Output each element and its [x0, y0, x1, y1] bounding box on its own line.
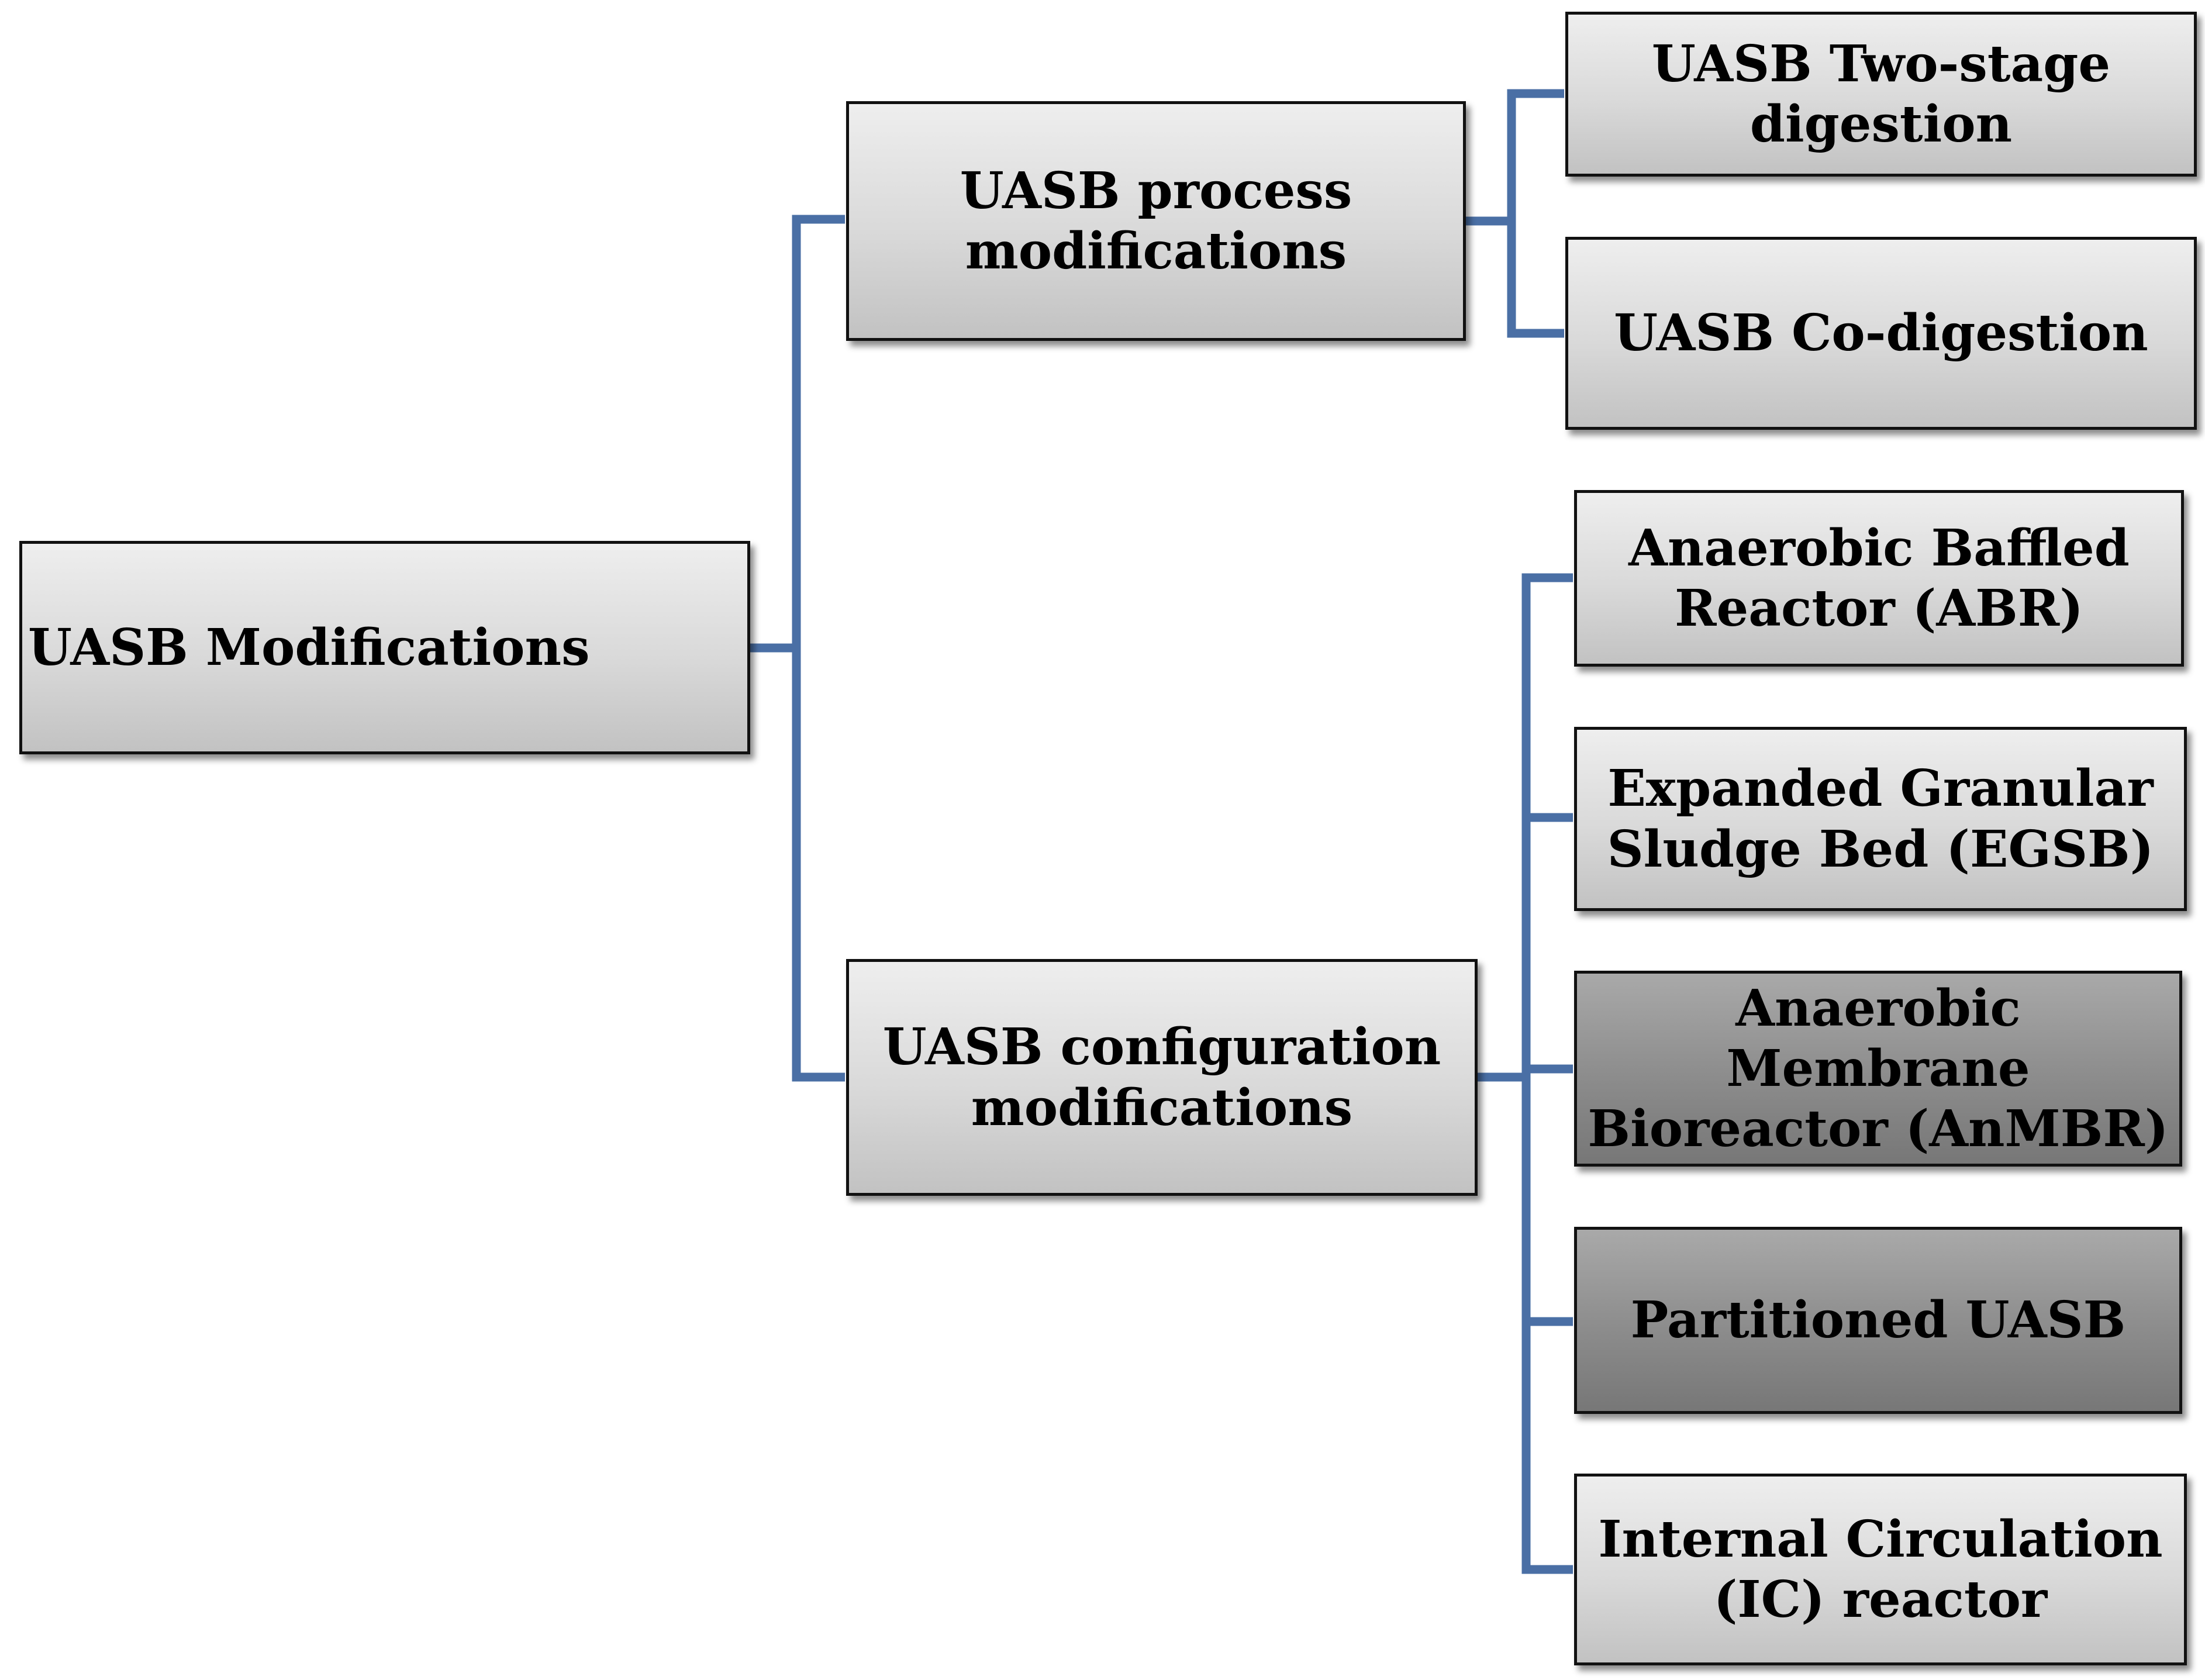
leaf-node-anmbr: Anaerobic Membrane Bioreactor (AnMBR) — [1574, 971, 2182, 1167]
connector-process-to-two-stage — [1507, 89, 1564, 221]
branch-node-configuration-modifications: UASB configuration modifications — [846, 959, 1478, 1196]
root-node-label: UASB Modifications — [28, 618, 590, 677]
branch-node-process-modifications: UASB process modifications — [846, 101, 1466, 341]
connector-trunk-process — [792, 215, 845, 648]
root-node-uasb-modifications: UASB Modifications — [19, 541, 750, 754]
connector-process-to-co-digestion — [1507, 221, 1564, 338]
leaf-node-label: UASB Co-digestion — [1614, 303, 2148, 363]
leaf-node-label: Internal Circulation (IC) reactor — [1598, 1509, 2163, 1629]
leaf-node-label: Anaerobic Membrane Bioreactor (AnMBR) — [1588, 978, 2169, 1159]
leaf-node-two-stage-digestion: UASB Two-stage digestion — [1565, 12, 2197, 177]
leaf-node-egsb: Expanded Granular Sludge Bed (EGSB) — [1574, 727, 2187, 911]
branch-node-label: UASB configuration modifications — [882, 1017, 1441, 1137]
leaf-node-label: Expanded Granular Sludge Bed (EGSB) — [1607, 759, 2154, 879]
leaf-node-label: Partitioned UASB — [1630, 1291, 2126, 1350]
connector-trunk-configuration — [792, 648, 845, 1082]
leaf-node-abr: Anaerobic Baffled Reactor (ABR) — [1574, 490, 2184, 667]
leaf-node-ic-reactor: Internal Circulation (IC) reactor — [1574, 1474, 2187, 1665]
connector-configuration-vertical — [1521, 573, 1573, 1574]
leaf-node-co-digestion: UASB Co-digestion — [1565, 237, 2197, 430]
leaf-node-partitioned-uasb: Partitioned UASB — [1574, 1227, 2182, 1414]
leaf-node-label: UASB Two-stage digestion — [1651, 34, 2111, 154]
leaf-node-label: Anaerobic Baffled Reactor (ABR) — [1628, 518, 2130, 638]
branch-node-label: UASB process modifications — [960, 161, 1352, 281]
